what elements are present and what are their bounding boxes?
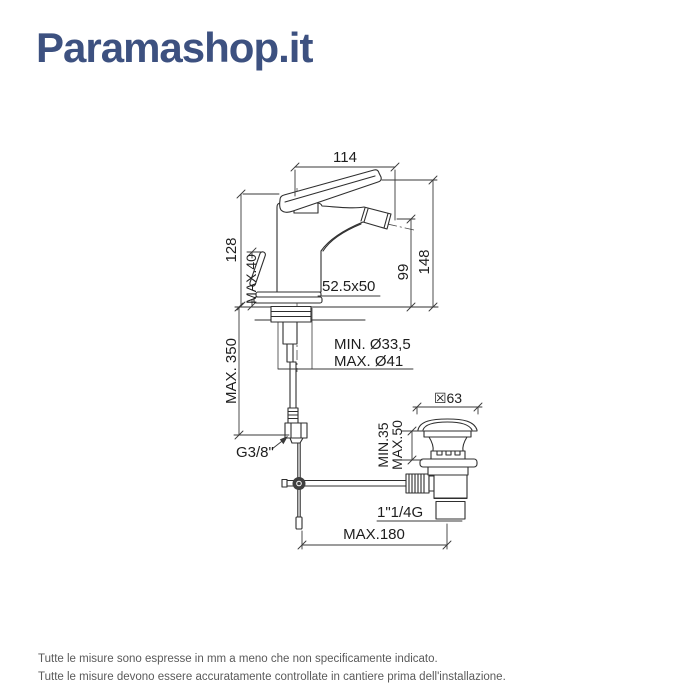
dim-rod-reach: MAX.180 [343, 526, 405, 543]
threaded-shank [282, 321, 298, 345]
rod-tip [295, 516, 303, 530]
faucet-silhouette [276, 202, 392, 293]
dim-base-plate-size: 52.5x50 [322, 278, 375, 295]
base-plate [253, 291, 323, 304]
dimension-total-height: 148 [381, 175, 438, 312]
dimension-drain-cap: ☒63 [412, 390, 483, 415]
dimension-popup-travel: MAX.40 [243, 247, 262, 311]
dim-deck-min: MIN.35 [375, 422, 391, 467]
label-hole-diameter: MIN. Ø33,5 MAX. Ø41 [277, 336, 414, 370]
footer-notes: Tutte le misure sono espresse in mm a me… [38, 650, 506, 686]
dim-drain-cap: ☒63 [434, 390, 462, 406]
dim-supply-thread: G3/8" [236, 444, 274, 461]
faucet-body [249, 169, 392, 304]
dim-popup-travel: MAX.40 [243, 254, 259, 304]
dim-total-height: 148 [416, 249, 433, 274]
supply-hose [284, 361, 308, 444]
dimension-hose-length: MAX. 350 [223, 302, 290, 440]
mounting-hardware [270, 305, 312, 363]
dim-body-height: 128 [223, 237, 240, 262]
dimension-deck-thickness: MIN.35 MAX.50 [375, 420, 423, 470]
dimension-spout-height: 99 [395, 214, 416, 312]
popup-knob-rod [249, 251, 266, 287]
dim-deck-max: MAX.50 [389, 420, 405, 470]
drain-tailpipe [433, 474, 468, 499]
drain-cap [417, 418, 478, 438]
mounting-stud [286, 343, 294, 363]
dimension-body-height: 128 [223, 189, 280, 311]
dim-spout-height: 99 [395, 264, 412, 281]
ball-joint [292, 477, 306, 490]
dimension-spout-reach: 114 [290, 149, 400, 221]
hose-nut [284, 422, 308, 439]
dim-hose-length: MAX. 350 [223, 338, 240, 404]
label-drain-thread: 1"1/4G [376, 504, 463, 522]
drain-body [427, 466, 469, 476]
dim-spout-reach: 114 [333, 149, 357, 166]
label-supply-thread: G3/8" [236, 436, 288, 461]
dim-hole-min: MIN. Ø33,5 [334, 336, 411, 353]
footer-note-1: Tutte le misure sono espresse in mm a me… [38, 653, 438, 665]
label-base-plate-size: 52.5x50 [317, 278, 381, 297]
site-logo: Paramashop.it [36, 24, 313, 71]
aerator [360, 207, 389, 229]
dim-hole-max: MAX. Ø41 [334, 353, 403, 370]
drain-flange [419, 458, 478, 468]
lever-handle [279, 169, 382, 213]
washer-stack [270, 305, 312, 323]
dim-drain-thread: 1"1/4G [377, 504, 423, 521]
dimension-rod-reach: MAX.180 [297, 523, 452, 550]
popup-linkage [281, 442, 408, 530]
footer-note-2: Tutte le misure devono essere accuratame… [38, 671, 506, 683]
drain-assembly [405, 418, 478, 520]
